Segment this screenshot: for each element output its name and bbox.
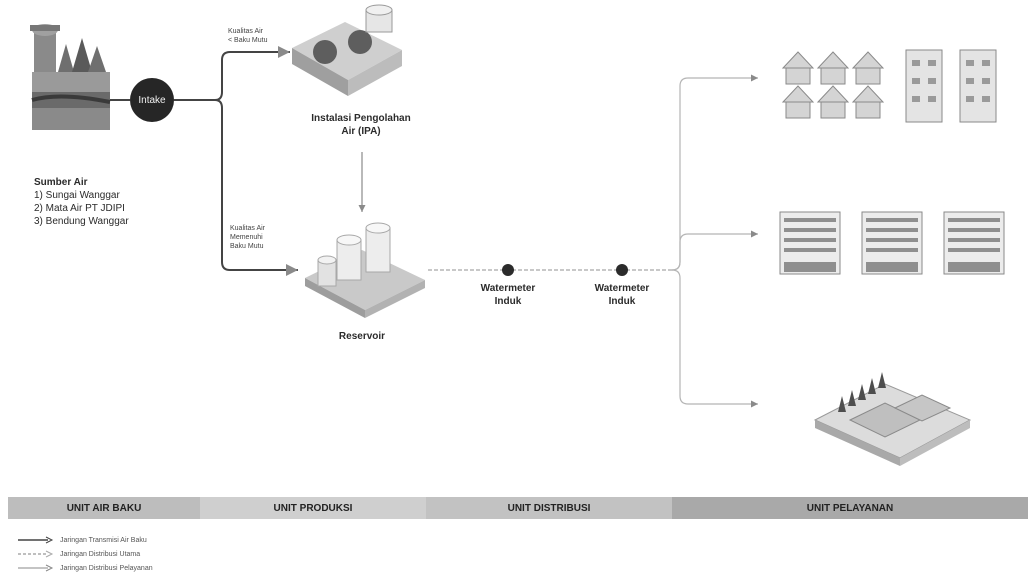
reservoir-label: Reservoir [338,331,386,342]
watermeter-2-dot [616,264,628,276]
watermeter-1-label: Watermeter Induk [468,282,548,308]
house-icons [781,51,885,119]
service-line-perumahan [671,74,758,271]
ipa-label-line: Air (IPA) [341,126,381,137]
legend-item-distribusi-pelayanan: Jaringan Distribusi Pelayanan [18,563,153,573]
service-line-perkantoran [671,230,758,271]
service-line-fasilitas [671,269,758,408]
watermeter-label-line: Watermeter [594,283,650,294]
quality-note-line: Baku Mutu [230,243,264,250]
watermeter-1-dot [502,264,514,276]
office-building-icons [779,211,1005,275]
intake-node: Intake [130,78,174,122]
quality-note-top: Kualitas Air < Baku Mutu [228,27,268,45]
quality-note-line: < Baku Mutu [228,37,268,44]
water-source-item: 3) Bendung Wanggar [34,216,129,227]
legend-label: Jaringan Distribusi Utama [60,550,141,558]
unit-bar-distribusi: UNIT DISTRIBUSI [426,497,672,519]
ipa-building-icon [292,4,402,96]
apartment-icons [905,49,997,123]
quality-note-line: Memenuhi [230,234,263,241]
water-source-title: Sumber Air [34,177,88,188]
legend-line-dashed [18,550,54,558]
watermeter-label-line: Watermeter [480,283,536,294]
water-source-icon [30,24,111,130]
unit-bar-produksi: UNIT PRODUKSI [200,497,426,519]
reservoir-icon [305,222,425,318]
watermeter-2-label: Watermeter Induk [582,282,662,308]
quality-note-bottom: Kualitas Air Memenuhi Baku Mutu [230,224,265,251]
water-source-item: 1) Sungai Wanggar [34,190,120,201]
unit-bar-pelayanan: UNIT PELAYANAN [672,497,1028,519]
transmission-line-ipa [174,46,290,101]
ipa-label: Instalasi Pengolahan Air (IPA) [282,112,440,138]
water-source-item: 2) Mata Air PT JDIPI [34,203,125,214]
watermeter-label-line: Induk [608,296,636,307]
unit-label: UNIT AIR BAKU [66,502,142,514]
intake-label: Intake [138,94,166,106]
quality-note-line: Kualitas Air [228,28,264,35]
unit-label: UNIT PRODUKSI [273,502,353,514]
transmission-line-reservoir [214,99,298,276]
ipa-label-line: Instalasi Pengolahan [311,113,411,124]
unit-bar-air-baku: UNIT AIR BAKU [8,497,200,519]
watermeter-label-line: Induk [494,296,522,307]
legend-line-thin [18,564,54,572]
quality-note-line: Kualitas Air [230,225,266,232]
legend-label: Jaringan Transmisi Air Baku [60,536,147,544]
water-source-block: Sumber Air 1) Sungai Wanggar 2) Mata Air… [34,176,129,228]
public-facility-icon [813,372,972,466]
unit-label: UNIT PELAYANAN [806,502,894,514]
unit-label: UNIT DISTRIBUSI [507,502,591,514]
legend-line-solid [18,536,54,544]
legend-item-distribusi-utama: Jaringan Distribusi Utama [18,549,140,559]
legend-label: Jaringan Distribusi Pelayanan [60,564,153,572]
legend-item-transmisi: Jaringan Transmisi Air Baku [18,535,147,545]
